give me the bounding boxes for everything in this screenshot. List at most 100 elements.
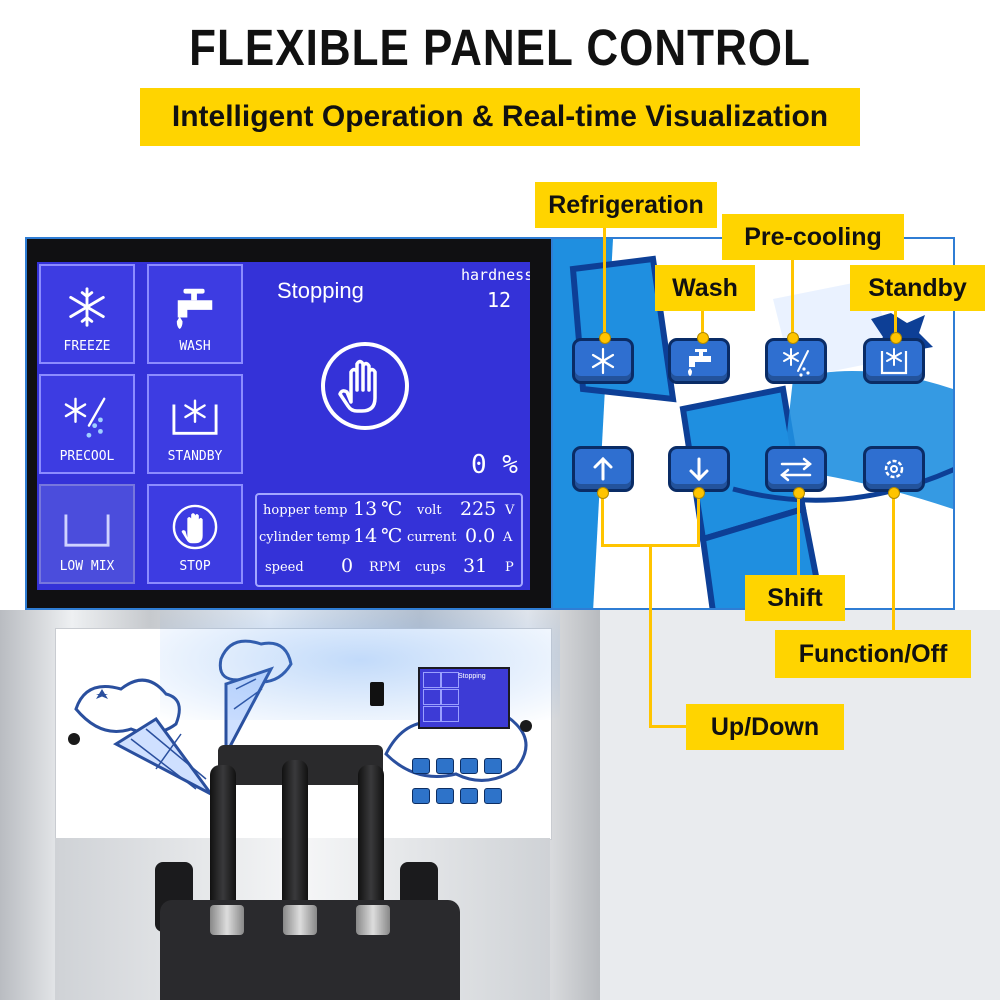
shift-key[interactable] xyxy=(765,446,827,492)
cups-label: cups xyxy=(415,560,446,575)
mini-key xyxy=(412,758,430,774)
volt-label: volt xyxy=(417,503,442,518)
mini-tile xyxy=(441,706,459,722)
cups-unit: P xyxy=(505,560,514,575)
standby-key[interactable] xyxy=(863,338,925,384)
callout-refrigeration: Refrigeration xyxy=(535,182,717,228)
wash-key[interactable] xyxy=(668,338,730,384)
progress-percent: 0 % xyxy=(471,450,518,480)
cylinder-temp-value: 14 xyxy=(353,525,378,547)
snowflake-icon xyxy=(591,347,615,375)
function-off-key[interactable] xyxy=(863,446,925,492)
tile-label: LOW MIX xyxy=(59,559,115,574)
subtitle-banner: Intelligent Operation & Real-time Visual… xyxy=(140,88,860,146)
volt-value: 225 xyxy=(460,498,497,520)
mini-key xyxy=(436,758,454,774)
tile-low-mix[interactable]: LOW MIX xyxy=(39,484,135,584)
current-value: 0.0 xyxy=(465,525,496,547)
cylinder-temp-label: cylinder temp xyxy=(259,530,351,545)
lcd-screen: FREEZE WASH PRECOOL xyxy=(37,262,530,590)
gear-icon xyxy=(884,459,904,479)
arrow-up-icon xyxy=(593,456,613,481)
leader-line xyxy=(797,490,800,578)
power-switch[interactable] xyxy=(370,682,384,706)
leader-line xyxy=(791,252,794,338)
dispenser-handle-right[interactable] xyxy=(358,765,384,915)
callout-function-off: Function/Off xyxy=(775,630,971,678)
down-key[interactable] xyxy=(668,446,730,492)
leader-line xyxy=(649,725,689,728)
container-icon xyxy=(64,514,110,547)
speed-label: speed xyxy=(265,560,304,575)
mini-key xyxy=(484,758,502,774)
snowflake-icon xyxy=(69,287,105,327)
speed-unit: RPM xyxy=(369,560,401,575)
mini-tile xyxy=(423,672,441,688)
nozzle xyxy=(283,905,317,935)
leader-line xyxy=(894,305,897,338)
pre-cooling-key[interactable] xyxy=(765,338,827,384)
hopper-temp-value: 13 xyxy=(353,498,378,520)
tile-wash[interactable]: WASH xyxy=(147,264,243,364)
leader-dot xyxy=(693,487,705,499)
tile-freeze[interactable]: FREEZE xyxy=(39,264,135,364)
hardness-label: hardness xyxy=(461,266,530,284)
precool-icon xyxy=(783,348,810,377)
dispenser-handle-middle[interactable] xyxy=(282,760,308,910)
mini-tile xyxy=(423,689,441,705)
mini-key xyxy=(412,788,430,804)
mini-key xyxy=(436,788,454,804)
leader-dot xyxy=(888,487,900,499)
machine-status: Stopping xyxy=(277,278,364,303)
callout-wash: Wash xyxy=(655,265,755,311)
readings-panel: hopper temp 13 ℃ volt 225 V cylinder tem… xyxy=(255,493,523,587)
tile-label: WASH xyxy=(179,339,211,354)
dispenser-handle-left[interactable] xyxy=(210,765,236,915)
leader-dot xyxy=(599,332,611,344)
tile-stop[interactable]: STOP xyxy=(147,484,243,584)
current-unit: A xyxy=(503,530,513,545)
callout-pre-cooling: Pre-cooling xyxy=(722,214,904,260)
mini-tile xyxy=(441,672,459,688)
current-label: current xyxy=(407,530,457,545)
leader-line xyxy=(892,490,895,630)
hand-stop-icon xyxy=(321,342,409,430)
leader-line xyxy=(697,490,700,546)
hardness-value: 12 xyxy=(487,288,512,312)
up-key[interactable] xyxy=(572,446,634,492)
swap-arrows-icon xyxy=(780,457,812,482)
tile-label: FREEZE xyxy=(63,339,111,354)
leader-line xyxy=(601,490,604,546)
page-subtitle: Intelligent Operation & Real-time Visual… xyxy=(171,100,829,133)
cylinder-temp-unit: ℃ xyxy=(381,525,403,547)
machine-front-panel xyxy=(55,628,552,840)
tile-label: STANDBY xyxy=(167,449,223,464)
mini-key xyxy=(460,758,478,774)
tile-label: PRECOOL xyxy=(59,449,115,464)
volt-unit: V xyxy=(505,503,515,518)
leader-dot xyxy=(890,332,902,344)
callout-standby: Standby xyxy=(850,265,985,311)
nozzle xyxy=(356,905,390,935)
refrigeration-key[interactable] xyxy=(572,338,634,384)
screw xyxy=(520,720,532,732)
callout-shift: Shift xyxy=(745,575,845,621)
tile-label: STOP xyxy=(179,559,211,574)
cups-value: 31 xyxy=(463,555,488,577)
nozzle xyxy=(210,905,244,935)
leader-dot xyxy=(697,332,709,344)
faucet-icon xyxy=(176,288,213,330)
page-title: FLEXIBLE PANEL CONTROL xyxy=(189,20,811,77)
standby-icon xyxy=(880,348,908,375)
precool-icon xyxy=(64,397,106,438)
callout-up-down: Up/Down xyxy=(686,704,844,750)
leader-dot xyxy=(793,487,805,499)
leader-line xyxy=(649,544,652,727)
leader-dot xyxy=(787,332,799,344)
tile-standby[interactable]: STANDBY xyxy=(147,374,243,474)
mini-tile xyxy=(441,689,459,705)
mini-key xyxy=(484,788,502,804)
tile-precool[interactable]: PRECOOL xyxy=(39,374,135,474)
arrow-down-icon xyxy=(689,457,709,482)
